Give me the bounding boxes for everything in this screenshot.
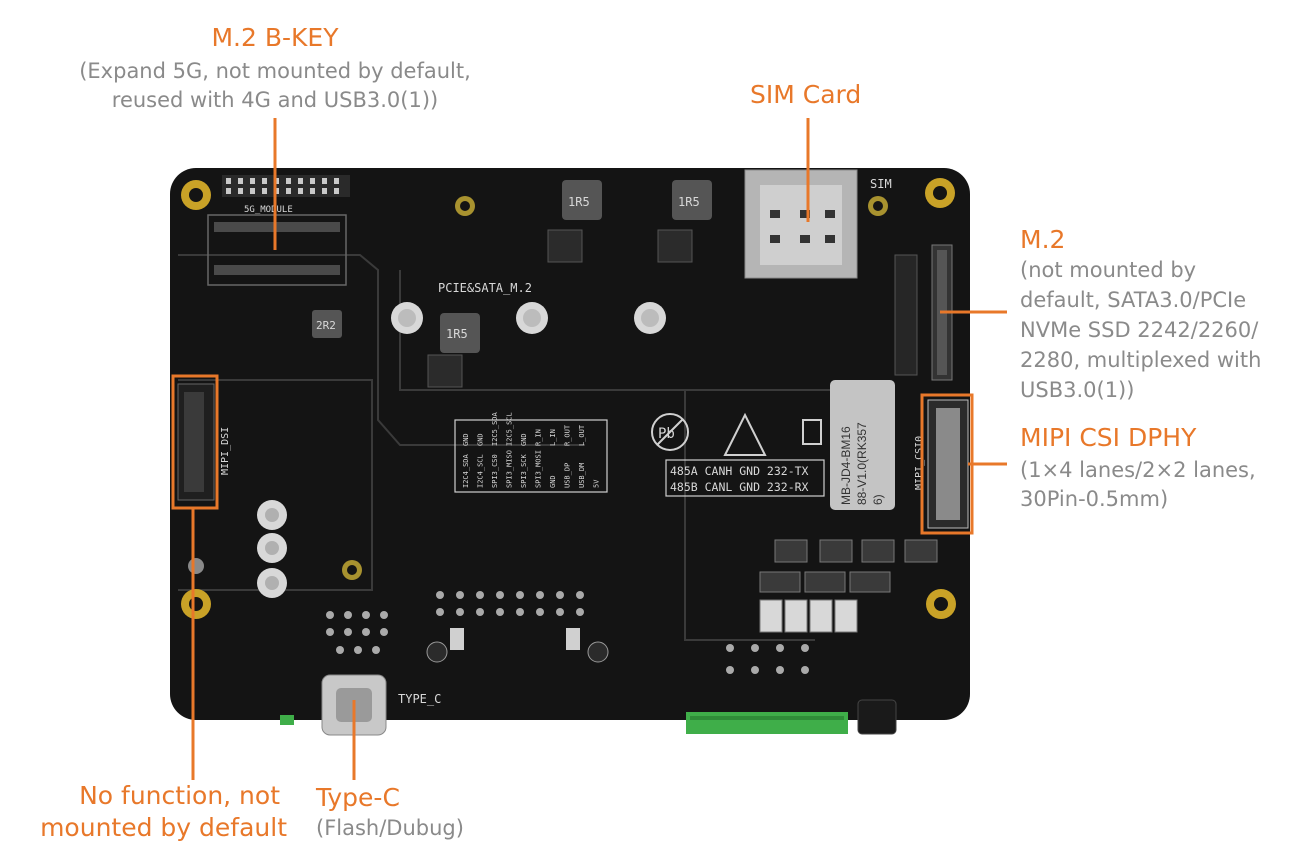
header-pin-table: I2C4_SDA I2C4_SCL SPI3_CS0 SPI3_MISO SPI3_SC… [454,411,608,493]
mipi-csi-desc-2: 30Pin-0.5mm) [1020,487,1169,511]
svg-text:MB-JD4-BM16: MB-JD4-BM16 [839,426,853,505]
header-pin-label: SPI3_MISO [506,450,514,488]
m2-bkey-desc-1: (Expand 5G, not mounted by default, [79,59,471,83]
header-pin-label: R_IN [535,429,543,446]
svg-text:88-V1.0(RK357: 88-V1.0(RK357 [855,422,869,505]
callout-lines [171,118,1007,780]
header-pin-label: USB_DP [564,463,572,488]
smd-parts [759,539,938,633]
audio-jack [857,699,897,735]
silk-mipi-csi: MIPI_CSI0 [914,436,925,490]
svg-text:2R2: 2R2 [316,319,336,332]
header-pin-label: SPI3_CS0 [491,454,499,488]
sim-card-title: SIM Card [750,80,862,109]
header-pin-label: R_OUT [564,424,572,446]
m2-bkey-desc-2: reused with 4G and USB3.0(1)) [111,88,439,112]
no-function-line-2: mounted by default [40,813,287,842]
m2-desc-3: NVMe SSD 2242/2260/ [1020,318,1259,342]
mipi-dsi-connector: MIPI_DSI [177,383,231,501]
m2-bkey-slot: 5G_MODULE [207,205,347,286]
m2-desc-5: USB3.0(1)) [1020,378,1135,402]
header-pin-label: I2C4_SCL [477,454,485,488]
test-pads [426,628,609,663]
green-led [280,715,294,725]
svg-text:1R5: 1R5 [446,327,468,341]
csi-highlight [920,393,974,535]
m2-bkey-title: M.2 B-KEY [211,23,339,52]
header-pin-label: I2C5_SCL [506,412,514,446]
header-pin-label: SPI3_SCK [520,453,528,488]
header-pin-label: GND [477,433,485,446]
silk-bus-row2: 485B CANL GND 232-RX [670,480,809,494]
silk-pcie-sata: PCIE&SATA_M.2 [438,281,532,295]
mipi-csi-title: MIPI CSI DPHY [1020,423,1197,452]
header-pin-label: L_OUT [578,424,586,446]
svg-text:6): 6) [871,494,885,505]
sim-card-slot: SIM [744,169,892,279]
header-pin-label: GND [549,475,557,488]
board-sticker: MB-JD4-BM16 88-V1.0(RK357 6) [830,380,895,510]
header-pin-label: GND [520,433,528,446]
bus-label: 485A CANH GND 232-TX 485B CANL GND 232-R… [665,459,825,497]
m2-standoffs: PCIE&SATA_M.2 [391,281,666,334]
terminal-block [686,712,848,734]
svg-text:1R5: 1R5 [678,195,700,209]
mipi-csi-connector: MIPI_CSI0 [914,399,969,529]
header-pin-label: SPI3_MOSI [535,450,543,488]
type-c-title: Type-C [316,783,400,812]
m2-desc-2: default, SATA3.0/PCIe [1020,288,1247,312]
m2-title: M.2 [1020,225,1066,254]
m2-desc-1: (not mounted by [1020,258,1197,282]
header-pin-label: 5V [593,479,601,488]
silk-sim: SIM [870,177,892,191]
header-pin-label: I2C5_SDA [491,411,499,446]
header-pin-label: GND [462,433,470,446]
type-c-desc: (Flash/Dubug) [316,816,464,840]
header-pin-label: L_IN [549,429,557,446]
no-function-line-1: No function, not [79,781,280,810]
ics [427,229,693,388]
rohs-marks: Pb [651,412,822,456]
header-pin-label: USB_DM [578,463,586,488]
silk-bus-row1: 485A CANH GND 232-TX [670,464,809,478]
silk-type-c: TYPE_C [398,692,441,706]
m2-desc-4: 2280, multiplexed with [1020,348,1262,372]
pin-header-top [222,175,350,197]
silk-5g-module: 5G_MODULE [244,205,293,215]
silk-mipi-dsi: MIPI_DSI [220,427,231,475]
left-capacitors [257,500,287,598]
mipi-csi-desc-1: (1×4 lanes/2×2 lanes, [1020,458,1256,482]
svg-text:1R5: 1R5 [568,195,590,209]
pad-grid [326,591,809,674]
header-pin-label: I2C4_SDA [462,453,470,488]
inductors: 1R5 1R5 1R5 2R2 [312,180,712,353]
mounting-holes [181,178,956,619]
